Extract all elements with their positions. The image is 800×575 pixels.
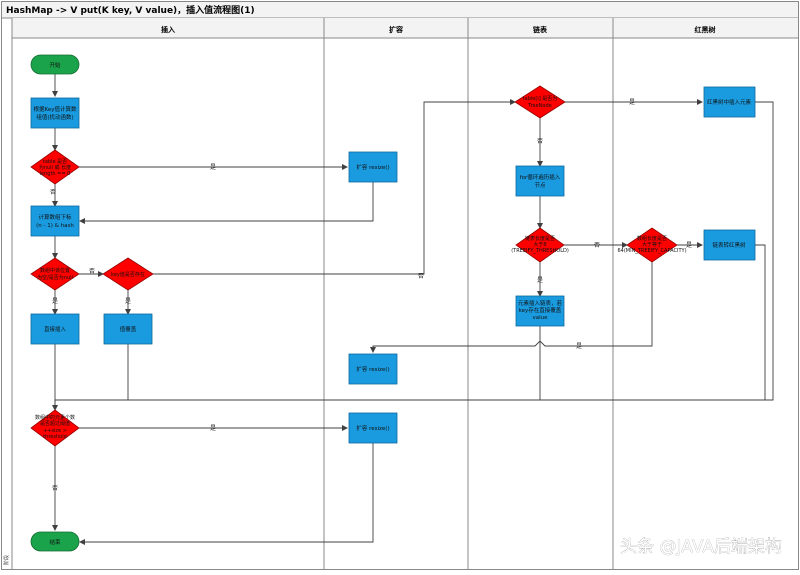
svg-text:扩容 resize(): 扩容 resize() <box>356 424 389 432</box>
svg-text:为空/是否为null: 为空/是否为null <box>37 274 73 281</box>
svg-text:大于8: 大于8 <box>533 241 546 248</box>
node-resize-1[interactable]: 扩容 resize() <box>348 151 398 183</box>
node-treeify[interactable]: 链表转红黑树 <box>703 229 756 261</box>
lane-label-red-black-tree: 红黑树 <box>695 25 716 34</box>
edge-label-yes: 是 <box>210 164 216 171</box>
svg-text:key存在直接覆盖: key存在直接覆盖 <box>519 306 562 314</box>
edge-label-yes: 是 <box>52 298 58 305</box>
svg-text:key值是否存在: key值是否存在 <box>111 271 145 278</box>
decision-list-length[interactable]: 链表长度是否 大于8 (TREEIFY_THRESHOLD) <box>511 227 569 263</box>
edge-label-no: 否 <box>89 268 95 275</box>
svg-text:计算数组下标: 计算数组下标 <box>38 213 72 221</box>
decision-slot-empty[interactable]: 数组中该位置 为空/是否为null <box>30 257 80 291</box>
svg-text:结束: 结束 <box>49 538 61 546</box>
edge-label-no: 否 <box>537 138 543 145</box>
decision-table-empty[interactable]: table 是否 为null 或 长度 length == 0 <box>30 149 80 185</box>
svg-text:链表转红黑树: 链表转红黑树 <box>712 241 746 249</box>
lane-header-row <box>12 18 798 38</box>
decision-size-threshold[interactable]: 数组中的元素个数 是否超过阈值 ++size > threshold <box>30 409 80 447</box>
edge-label-yes: 是 <box>629 99 635 106</box>
watermark: 头条 @JAVA后端架构 <box>620 537 782 557</box>
svg-text:大于等于: 大于等于 <box>642 241 662 248</box>
node-compute-hash[interactable]: 根据Key值计算数 组值(扰动函数) <box>30 97 80 129</box>
node-tree-insert[interactable]: 红黑树中插入元素 <box>703 86 756 118</box>
phase-label: 阶段 <box>3 555 10 565</box>
svg-text:为null 或 长度: 为null 或 长度 <box>39 164 71 171</box>
svg-text:扩容 resize(): 扩容 resize() <box>356 163 389 171</box>
edge-label-no: 否 <box>52 485 58 492</box>
svg-text:数组长度是否: 数组长度是否 <box>637 235 667 242</box>
node-overwrite[interactable]: 值覆盖 <box>103 313 153 345</box>
svg-text:是否超过阈值: 是否超过阈值 <box>40 420 70 427</box>
svg-text:threshold: threshold <box>43 434 67 440</box>
edge-label-no: 否 <box>50 189 56 196</box>
svg-text:扩容 resize(): 扩容 resize() <box>356 365 389 373</box>
svg-text:直接插入: 直接插入 <box>44 325 67 333</box>
svg-text:++size >: ++size > <box>43 428 67 434</box>
lane-label-resize: 扩容 <box>389 25 403 34</box>
edge-label-yes: 是 <box>576 343 582 350</box>
node-resize-3[interactable]: 扩容 resize() <box>348 412 398 444</box>
svg-text:红黑树中插入元素: 红黑树中插入元素 <box>707 98 752 106</box>
edge-label-no: 否 <box>418 273 424 280</box>
svg-text:值覆盖: 值覆盖 <box>120 325 137 333</box>
node-resize-2[interactable]: 扩容 resize() <box>348 353 398 385</box>
svg-text:table 是否: table 是否 <box>43 159 67 165</box>
edge-label-yes: 是 <box>537 277 543 284</box>
node-start[interactable]: 开始 <box>30 54 80 75</box>
node-end[interactable]: 结束 <box>30 531 80 552</box>
svg-text:数组中该位置: 数组中该位置 <box>40 267 70 274</box>
lane-label-insert: 插入 <box>161 25 175 34</box>
svg-text:开始: 开始 <box>49 61 61 69</box>
svg-text:length == 0: length == 0 <box>40 171 71 177</box>
svg-text:组值(扰动函数): 组值(扰动函数) <box>36 113 73 121</box>
edge-label-no: 否 <box>594 242 600 249</box>
svg-text:table[i] 是否为: table[i] 是否为 <box>523 95 558 102</box>
svg-text:(TREEIFY_THRESHOLD): (TREEIFY_THRESHOLD) <box>511 248 569 254</box>
svg-text:(n - 1) & hash: (n - 1) & hash <box>36 223 74 229</box>
svg-text:链表长度是否: 链表长度是否 <box>525 235 555 242</box>
svg-text:节点: 节点 <box>534 181 546 189</box>
svg-text:根据Key值计算数: 根据Key值计算数 <box>34 105 77 113</box>
svg-text:数组中的元素个数: 数组中的元素个数 <box>35 414 75 421</box>
decision-is-treenode[interactable]: table[i] 是否为 TreeNode <box>514 85 566 119</box>
edge-label-yes: 是 <box>125 298 131 305</box>
edge-label-yes: 是 <box>210 425 216 432</box>
node-loop-list[interactable]: for循环遍历插入 节点 <box>515 165 565 197</box>
svg-text:value: value <box>532 315 548 321</box>
svg-text:for循环遍历插入: for循环遍历插入 <box>520 173 561 181</box>
svg-text:元素插入链表，若: 元素插入链表，若 <box>518 299 563 307</box>
decision-table-length[interactable]: 数组长度是否 大于等于 64(MIN_TREEIFY_CAPACITY) <box>617 227 687 263</box>
svg-text:64(MIN_TREEIFY_CAPACITY): 64(MIN_TREEIFY_CAPACITY) <box>617 248 686 254</box>
node-list-tail-insert[interactable]: 元素插入链表，若 key存在直接覆盖 value <box>515 295 565 327</box>
edge-label-yes: 是 <box>686 242 692 249</box>
node-direct-insert[interactable]: 直接插入 <box>30 313 80 345</box>
decision-key-exists[interactable]: key值是否存在 <box>102 257 154 291</box>
node-compute-index[interactable]: 计算数组下标 (n - 1) & hash <box>30 205 80 237</box>
title-bar <box>2 2 798 18</box>
diagram-title: HashMap -> V put(K key, V value)，插入值流程图(… <box>6 4 255 16</box>
lane-label-linked-list: 链表 <box>532 25 548 34</box>
svg-text:TreeNode: TreeNode <box>527 103 551 109</box>
